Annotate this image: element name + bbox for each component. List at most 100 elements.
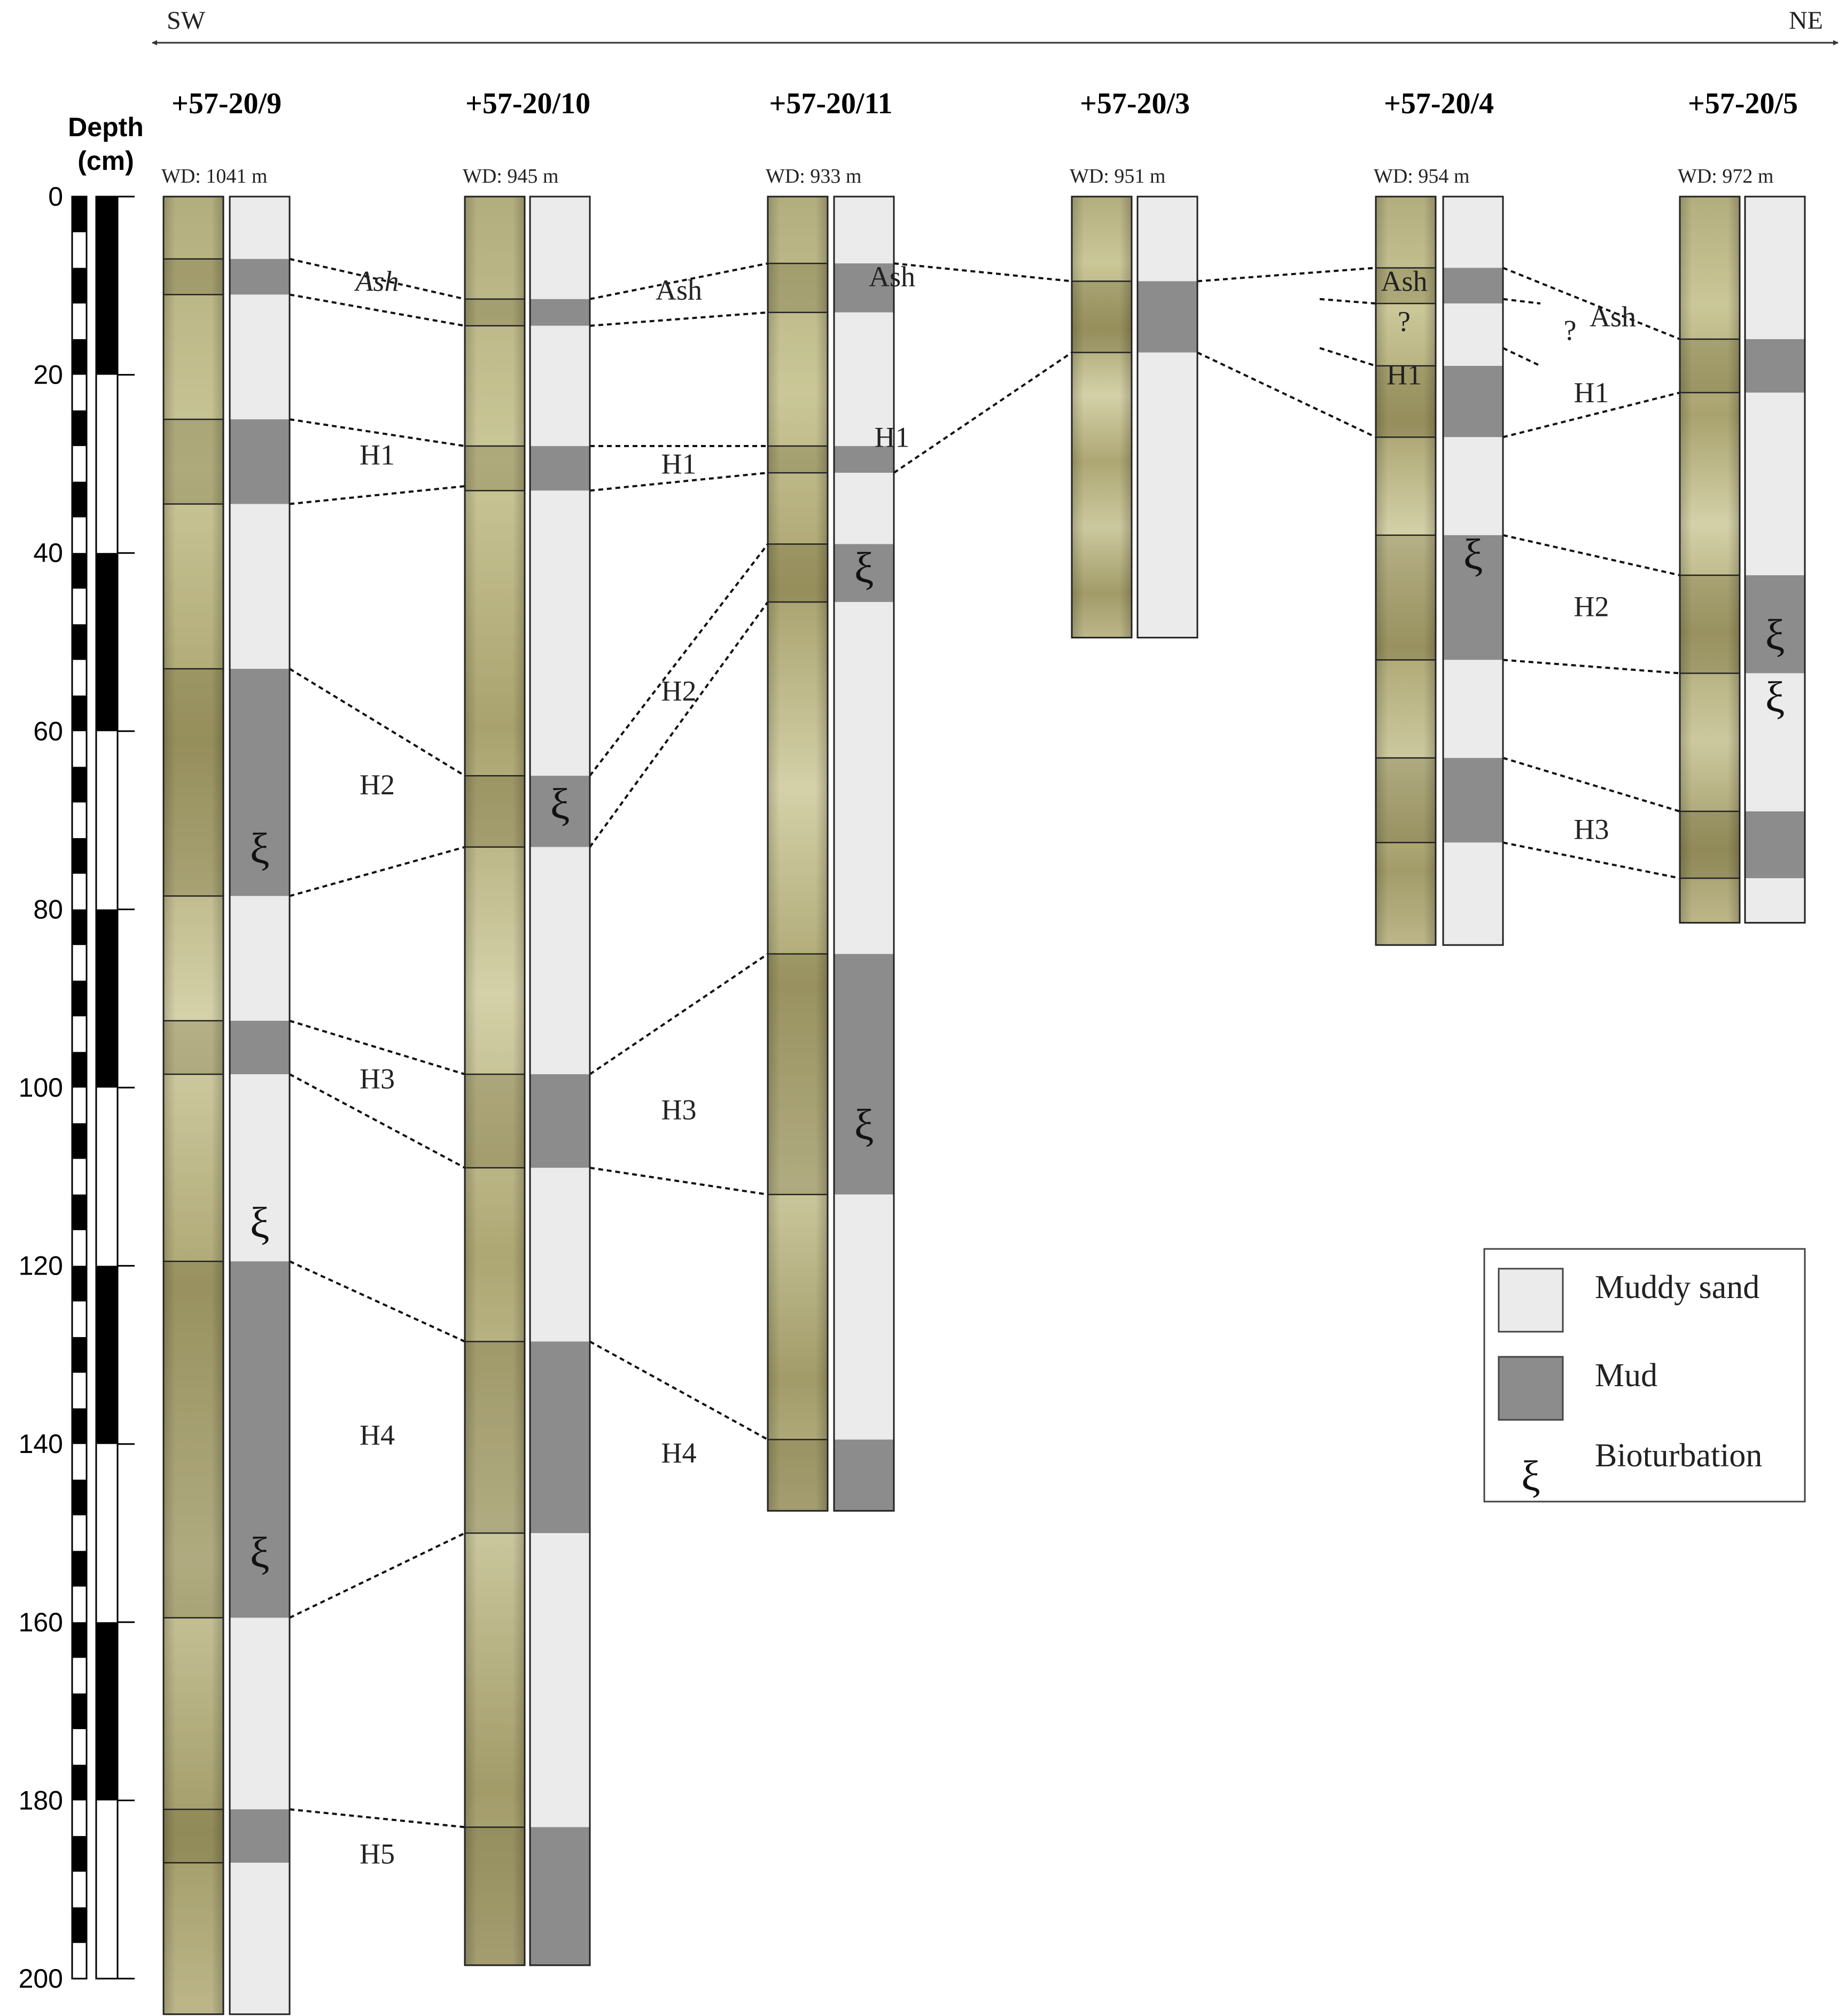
depth-tick-label: 100 (19, 1073, 63, 1103)
lith-unit-mud (1745, 811, 1805, 879)
lith-unit-muddy-sand (530, 847, 590, 1074)
core-photo-frame (464, 196, 526, 1966)
core-title: +57-20/3 (1080, 87, 1190, 120)
lith-unit-muddy-sand (530, 197, 590, 299)
depth-tick-label: 180 (19, 1785, 63, 1815)
lith-unit-mud (834, 1439, 894, 1511)
lith-unit-muddy-sand (834, 197, 894, 264)
depth-scale-bar-segment (96, 1622, 118, 1801)
depth-tick-label: 0 (48, 182, 63, 212)
horizon-labels: AshH1H2H3H4H5AshH1H2H3H4AshH1Ash?H1?AshH… (354, 261, 1637, 1870)
legend-label-muddy-sand: Muddy sand (1595, 1269, 1759, 1306)
lith-unit-mud (230, 419, 290, 504)
lith-unit-mud (1443, 535, 1503, 660)
horizon-label: Ash (1590, 301, 1636, 333)
horizon-label: Ash (656, 274, 702, 306)
core-water-depth: WD: 951 m (1070, 165, 1165, 187)
correlation-line (289, 1532, 465, 1619)
horizon-label: ? (1398, 306, 1411, 338)
core-photo-shading (163, 197, 223, 2014)
depth-axis-title-line2: (cm) (77, 146, 134, 176)
depth-scale-checker-segment (72, 1693, 87, 1729)
horizon-label: H4 (661, 1437, 697, 1469)
correlation-line (589, 472, 768, 492)
depth-scale-checker-segment (72, 1764, 87, 1801)
legend-label-bioturbation: Bioturbation (1595, 1437, 1762, 1474)
core-photo-frame (1679, 196, 1741, 924)
depth-tick-label: 140 (19, 1429, 63, 1459)
depth-scale-checker-segment (72, 1194, 87, 1230)
core-log-frame (529, 196, 591, 1966)
core-log-frame (1442, 196, 1504, 946)
lith-unit-muddy-sand (530, 325, 590, 447)
core-water-depth: WD: 972 m (1678, 165, 1773, 187)
legend-swatch-muddy-sand (1498, 1268, 1564, 1333)
lith-unit-muddy-sand (1745, 392, 1805, 575)
correlation-line (1502, 534, 1680, 576)
horizon-label: H4 (360, 1419, 395, 1451)
correlation-line (589, 543, 769, 777)
direction-arrow-group: SW NE (152, 6, 1839, 45)
lith-unit-mud (230, 1809, 290, 1863)
depth-tick-label: 160 (19, 1607, 63, 1637)
core-title: +57-20/9 (172, 87, 282, 120)
correlation-lines (289, 257, 1680, 1829)
core-title: +57-20/5 (1688, 87, 1798, 120)
legend-label-mud: Mud (1595, 1357, 1657, 1394)
depth-scale-bar-segment (96, 909, 118, 1088)
correlation-line (1197, 267, 1376, 283)
core-photo-shading (465, 197, 525, 1965)
horizon-label: ? (1564, 314, 1577, 346)
correlation-line (1502, 659, 1680, 675)
lith-unit-mud (530, 446, 590, 491)
lith-unit-muddy-sand (1745, 878, 1805, 923)
lith-unit-muddy-sand (530, 490, 590, 776)
lith-unit-muddy-sand (230, 896, 290, 1021)
bioturbation-icon: ξ (1463, 530, 1483, 579)
lith-unit-muddy-sand (1443, 303, 1503, 366)
lith-unit-muddy-sand (230, 1074, 290, 1262)
correlation-line (893, 262, 1072, 283)
direction-label-ne: NE (1789, 6, 1823, 35)
bioturbation-icon: ξ (1521, 1453, 1540, 1500)
depth-scale-checker-segment (72, 339, 87, 375)
depth-scale-checker-segment (72, 838, 87, 874)
depth-scale-checker-segment (72, 1408, 87, 1444)
correlation-line (289, 418, 465, 448)
lith-unit-muddy-sand (834, 473, 894, 544)
lith-unit-muddy-sand (1745, 673, 1805, 811)
correlation-line (289, 846, 465, 897)
correlation-line (289, 257, 465, 300)
core-water-depth: WD: 933 m (766, 165, 861, 187)
lith-unit-muddy-sand (1138, 197, 1197, 282)
core-water-depth: WD: 954 m (1374, 165, 1469, 187)
depth-scale-checker-segment (72, 1836, 87, 1872)
legend-swatch-mud (1498, 1356, 1564, 1421)
depth-tick-label: 80 (33, 894, 63, 924)
lith-unit-muddy-sand (530, 1168, 590, 1342)
lith-unit-mud (530, 1074, 590, 1168)
lith-unit-mud (230, 1020, 290, 1074)
lith-unit-mud (230, 669, 290, 896)
horizon-label: H2 (661, 675, 697, 707)
depth-scale-checker-segment (72, 1265, 87, 1302)
bioturbation-icon: ξ (854, 543, 874, 592)
depth-scale-checker-segment (72, 696, 87, 731)
correlation-line (589, 1167, 768, 1196)
correlation-line (589, 262, 768, 300)
horizon-label: H1 (1574, 377, 1609, 409)
core-title: +57-20/10 (465, 87, 590, 120)
correlation-line (289, 485, 465, 505)
lith-unit-muddy-sand (834, 1194, 894, 1440)
horizon-label: H1 (1387, 359, 1422, 391)
depth-scale-bar-segment (96, 553, 118, 731)
core-log-frame (833, 196, 895, 1512)
correlation-line-uncertain (1319, 298, 1376, 305)
core-title: +57-20/11 (769, 87, 892, 120)
horizon-label: H5 (360, 1838, 395, 1870)
lith-unit-mud (530, 1827, 590, 1965)
